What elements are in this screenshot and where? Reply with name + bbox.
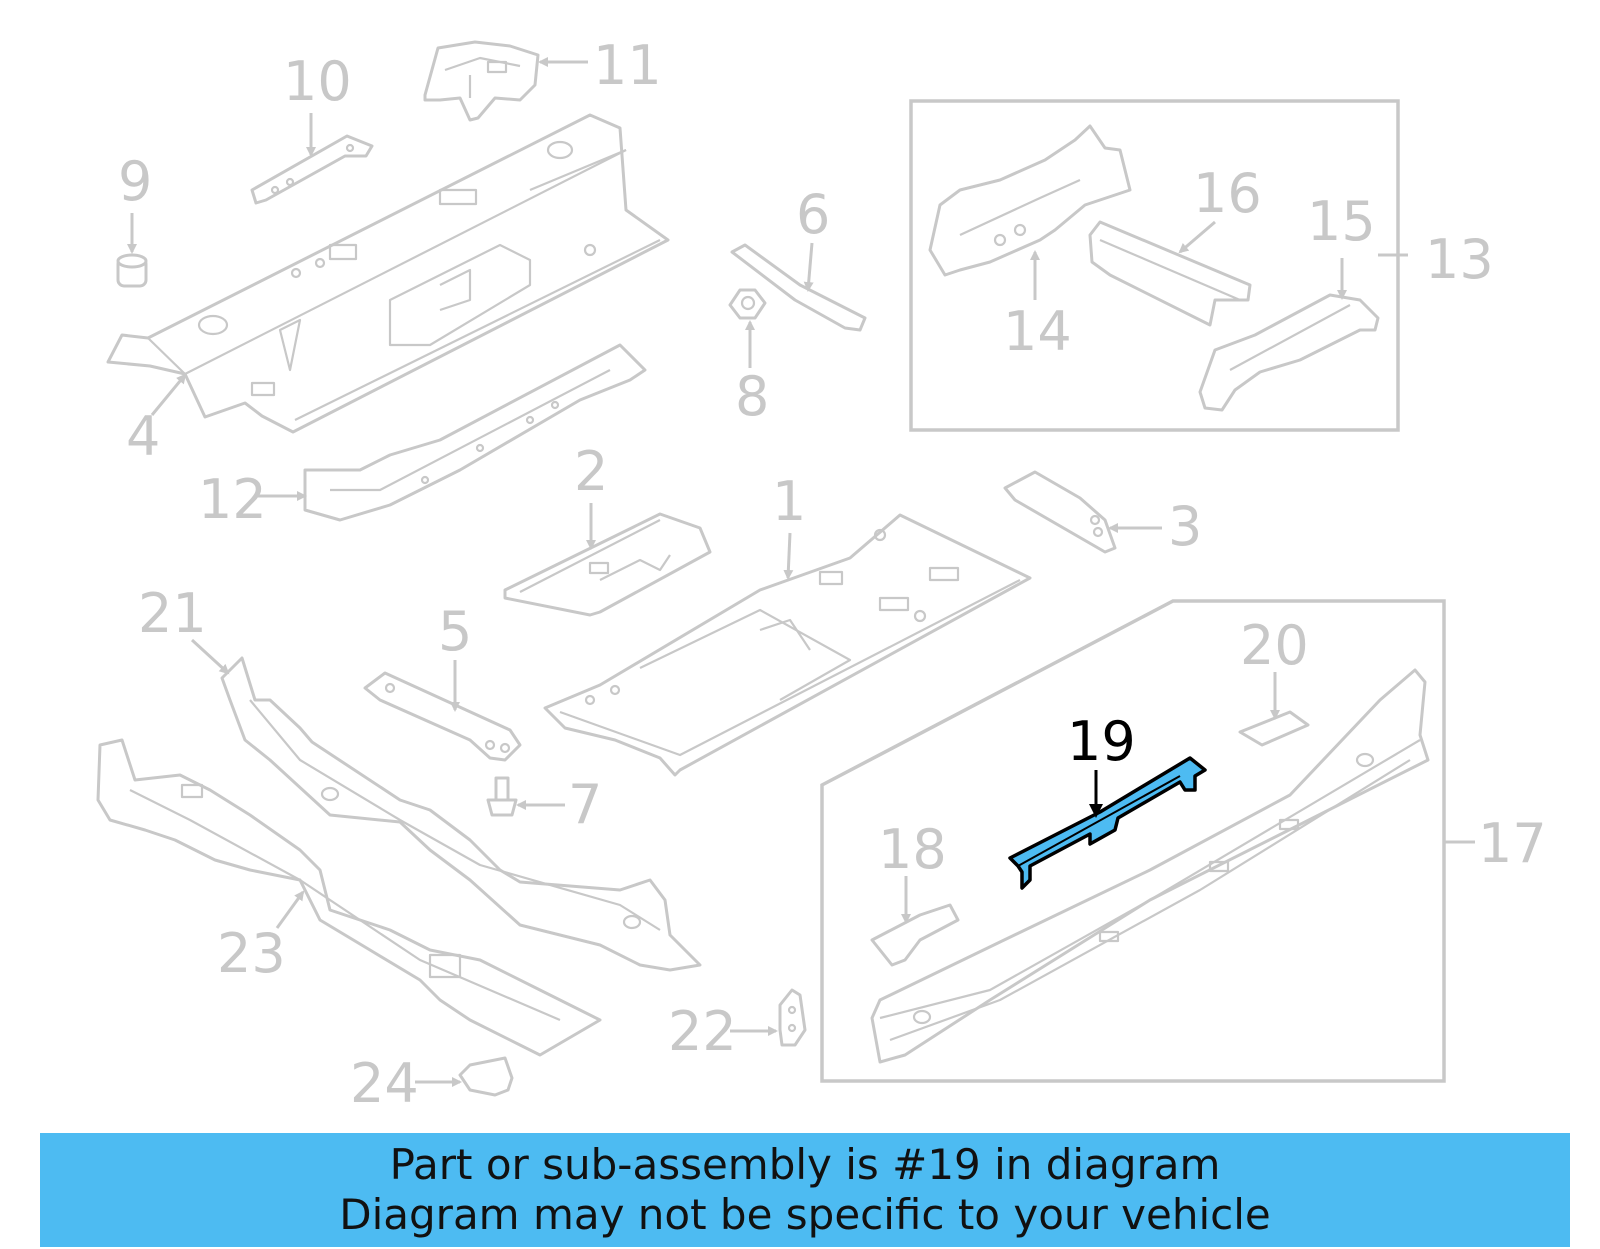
group-box-13	[909, 99, 1400, 432]
callout-17: 17	[1478, 812, 1547, 875]
callout-24: 24	[350, 1052, 419, 1115]
part-16-member	[1088, 220, 1252, 327]
callout-21: 21	[138, 582, 207, 645]
callout-1: 1	[772, 470, 806, 533]
part-19-reinforcement-highlighted[interactable]	[1008, 756, 1207, 890]
part-18-bracket	[870, 903, 960, 967]
part-7-bolt	[486, 776, 518, 817]
part-1-floor-panel	[543, 513, 1032, 777]
callout-15: 15	[1307, 190, 1376, 253]
part-23-member	[96, 738, 602, 1057]
group-box-17	[820, 599, 1446, 1083]
callout-9: 9	[118, 150, 152, 213]
callout-16: 16	[1193, 162, 1262, 225]
part-10-bracket	[250, 134, 374, 205]
part-15-extension	[1198, 293, 1380, 412]
callout-6: 6	[796, 183, 830, 246]
callout-2: 2	[574, 440, 608, 503]
part-17-side-sill	[870, 668, 1430, 1064]
callout-13: 13	[1425, 228, 1494, 291]
callout-14: 14	[1003, 300, 1072, 363]
part-3-bracket	[1003, 470, 1117, 554]
banner-line-1: Part or sub-assembly is #19 in diagram	[389, 1140, 1221, 1189]
callout-12: 12	[198, 468, 267, 531]
part-8-clip	[728, 288, 767, 320]
callout-22: 22	[668, 1000, 737, 1063]
callout-23: 23	[217, 922, 286, 985]
part-24-bracket	[458, 1056, 514, 1097]
callout-labels: 1 2 3 4 5 6 7 8 9 10 11 12 13 14 15 16 1…	[118, 34, 1547, 1115]
part-6-crossmember	[730, 243, 867, 332]
banner-line-2: Diagram may not be specific to your vehi…	[339, 1190, 1271, 1239]
part-11-reinforcement	[423, 40, 540, 122]
callout-18: 18	[878, 818, 947, 881]
callout-5: 5	[438, 600, 472, 663]
part-2-panel	[503, 512, 712, 617]
leader-lines	[127, 57, 1475, 1087]
callout-7: 7	[568, 773, 602, 836]
callout-19-highlighted[interactable]: 19	[1067, 710, 1136, 773]
part-12-rail	[303, 343, 647, 522]
part-9-grommet	[116, 253, 148, 288]
callout-3: 3	[1168, 495, 1202, 558]
part-22-bracket	[778, 988, 807, 1047]
part-14-side-member	[928, 124, 1132, 277]
info-banner: Part or sub-assembly is #19 in diagram D…	[40, 1133, 1570, 1247]
callout-4: 4	[126, 405, 160, 468]
callout-20: 20	[1240, 614, 1309, 677]
callout-10: 10	[283, 50, 352, 113]
callout-8: 8	[735, 365, 769, 428]
part-5-plate	[363, 671, 522, 762]
part-21-member	[220, 656, 702, 972]
part-4-floor-tunnel	[106, 113, 670, 434]
callout-11: 11	[593, 34, 662, 97]
